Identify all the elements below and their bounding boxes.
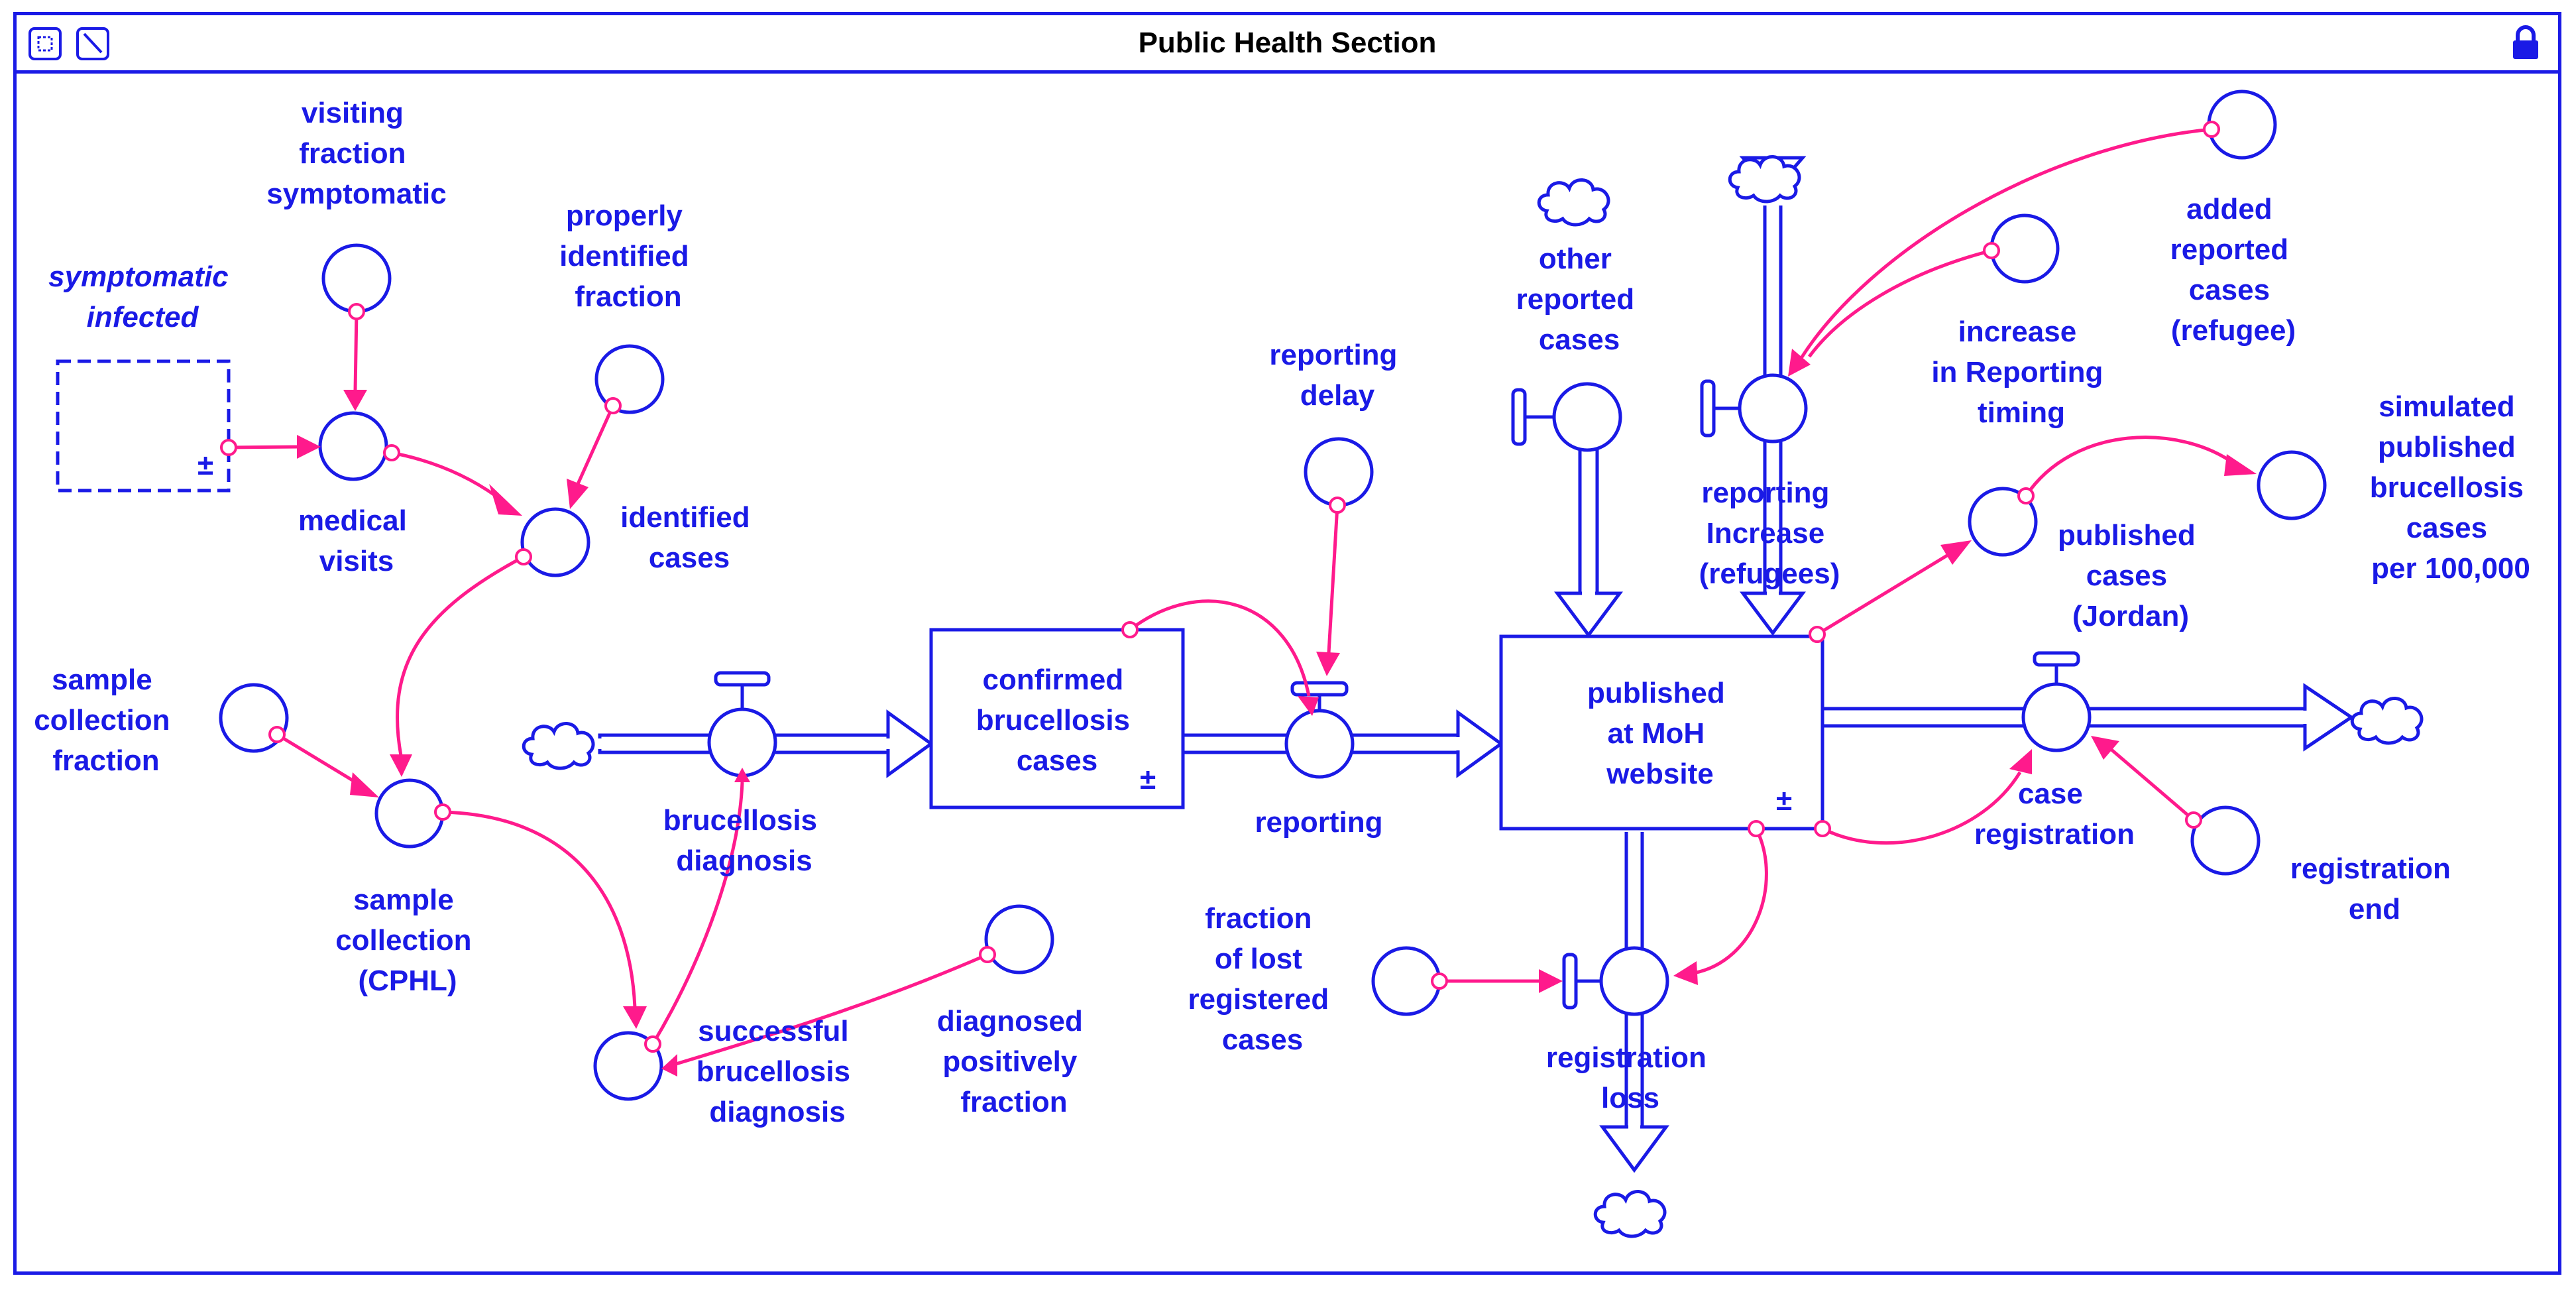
label-diagnosed-positively-fraction: diagnosed positively fraction	[937, 1005, 1091, 1118]
label-medical-visits: medical visits	[298, 504, 415, 577]
converter-registration-end[interactable]	[2190, 805, 2261, 876]
connector-added-to-increase[interactable]	[1788, 121, 2220, 377]
connector-timing-to-increase[interactable]	[1807, 242, 2000, 358]
source-cloud-diagnosis	[524, 723, 593, 768]
label-fraction-lost-registered: fraction of lost registered cases	[1188, 902, 1337, 1056]
converter-visiting-fraction-symptomatic[interactable]	[321, 243, 392, 314]
label-simulated-published: simulated published brucellosis cases pe…	[2370, 390, 2532, 585]
stock-plusminus: ±	[197, 449, 213, 481]
converter-successful-diagnosis[interactable]	[593, 1031, 663, 1101]
label-properly-identified-fraction: properly identified fraction	[559, 200, 697, 313]
connector-fractionlost-to-loss[interactable]	[1431, 969, 1563, 993]
converter-fraction-lost-registered[interactable]	[1371, 946, 1441, 1016]
connector-diagnosed-to-successful[interactable]	[661, 946, 996, 1077]
converter-sample-collection[interactable]	[374, 778, 445, 849]
select-region-icon[interactable]	[28, 27, 62, 60]
label-sample-collection-fraction: sample collection fraction	[34, 664, 178, 777]
label-identified-cases: identified cases	[620, 501, 758, 574]
connector-published-to-loss[interactable]	[1673, 820, 1768, 985]
label-visiting-fraction-symptomatic: visiting fraction symptomatic	[266, 97, 446, 210]
converter-added-reported-cases[interactable]	[2207, 89, 2277, 160]
converter-simulated-published[interactable]	[2257, 450, 2327, 520]
sink-cloud-case-registration	[2352, 698, 2422, 743]
label-successful-brucellosis-diagnosis: successful brucellosis diagnosis	[697, 1015, 859, 1128]
label-case-registration: case registration	[1974, 778, 2135, 851]
connector-sample-to-successful[interactable]	[434, 803, 647, 1029]
connector-samplefraction-to-sample[interactable]	[268, 726, 379, 797]
label-reporting-increase: reporting Increase (refugees)	[1699, 477, 1840, 590]
label-published-cases-jordan: published cases (Jordan)	[2058, 519, 2204, 632]
converter-published-cases-jordan[interactable]	[1968, 487, 2038, 557]
stock-plusminus: ±	[1776, 784, 1792, 817]
connector-published-to-jordan[interactable]	[1809, 540, 1972, 643]
converter-properly-identified-fraction[interactable]	[594, 344, 665, 414]
valve-reporting[interactable]	[1284, 681, 1355, 779]
label-added-reported-cases: added reported cases (refugee)	[2170, 193, 2297, 347]
converter-increase-reporting-timing[interactable]	[1989, 213, 2060, 284]
label-confirmed-brucellosis-cases: confirmed brucellosis cases	[976, 664, 1139, 777]
valve-reporting-increase[interactable]	[1700, 373, 1808, 443]
converter-diagnosed-positively-fraction[interactable]	[984, 904, 1054, 974]
label-brucellosis-diagnosis: brucellosis diagnosis	[663, 804, 826, 877]
flow-pipe-other-reported	[1554, 438, 1623, 638]
connector-confirmed-to-reporting[interactable]	[1121, 599, 1319, 716]
label-registration-end: registration end	[2290, 852, 2459, 925]
window-title: Public Health Section	[1138, 27, 1437, 59]
label-other-reported-cases: other reported cases	[1516, 243, 1643, 356]
valve-brucellosis-diagnosis[interactable]	[707, 671, 777, 778]
valve-registration-loss[interactable]	[1562, 946, 1669, 1016]
source-cloud-other-reported	[1539, 180, 1608, 225]
connector-published-to-caseregistration[interactable]	[1814, 749, 2032, 845]
valve-other-reported[interactable]	[1511, 382, 1622, 452]
connector-properly-to-identified[interactable]	[567, 397, 622, 509]
sink-cloud-registration-loss	[1595, 1191, 1665, 1236]
connector-symptomatic-to-medical[interactable]	[220, 435, 321, 459]
connector-visiting-to-medical[interactable]	[343, 303, 367, 411]
label-registration-loss: registration loss	[1546, 1041, 1714, 1114]
connector-medical-to-identified[interactable]	[383, 444, 522, 516]
label-sample-collection: sample collection (CPHL)	[335, 884, 480, 997]
lock-icon[interactable]	[2509, 25, 2542, 62]
connector-end-to-caseregistration[interactable]	[2091, 736, 2202, 829]
stock-published-at-moh[interactable]: ±	[1499, 634, 1824, 831]
label-reporting: reporting	[1255, 806, 1382, 839]
label-increase-reporting-timing: increase in Reporting timing	[1931, 316, 2111, 429]
connector-successful-to-diagnosis[interactable]	[644, 768, 750, 1053]
label-reporting-delay: reporting delay	[1269, 339, 1405, 412]
diagonal-tool-icon[interactable]	[76, 27, 109, 60]
converter-medical-visits[interactable]	[318, 411, 388, 481]
label-published-at-moh: published at MoH website	[1587, 677, 1733, 790]
stock-confirmed-brucellosis-cases[interactable]: ±	[929, 628, 1185, 809]
converter-identified-cases[interactable]	[520, 507, 590, 577]
connector-identified-to-sample[interactable]	[390, 548, 532, 777]
converter-reporting-delay[interactable]	[1304, 437, 1374, 507]
stock-plusminus: ±	[1140, 763, 1156, 795]
connector-jordan-to-simulated[interactable]	[2017, 436, 2257, 504]
title-bar: Public Health Section	[17, 15, 2558, 74]
label-symptomatic-infected: symptomatic infected	[48, 261, 237, 333]
valve-case-registration[interactable]	[2021, 651, 2092, 752]
connector-delay-to-reporting[interactable]	[1316, 497, 1346, 676]
stock-symptomatic-infected[interactable]: ±	[56, 359, 231, 493]
